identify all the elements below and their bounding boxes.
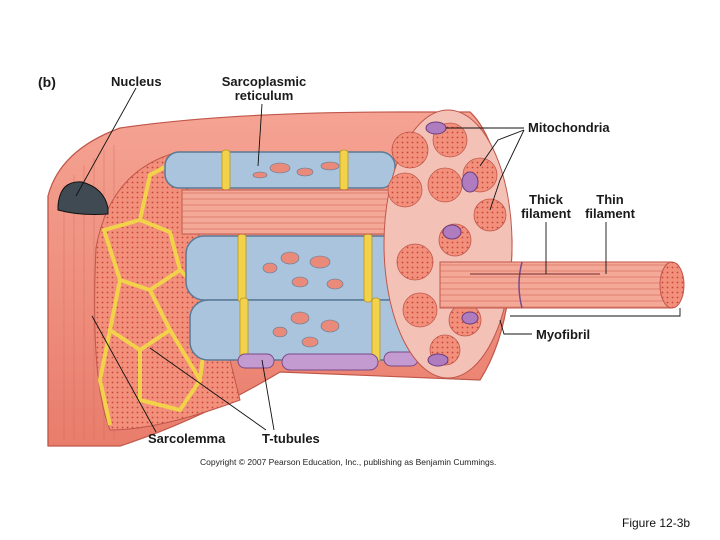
- cross-section-face: [94, 151, 241, 431]
- figure-caption: Figure 12-3b: [622, 516, 691, 530]
- sarcoplasmic-reticulum-label: Sarcoplasmic reticulum: [221, 74, 307, 103]
- thick-filament-label: Thick filament: [521, 192, 571, 221]
- myofibril-label: Myofibril: [536, 327, 591, 342]
- myofibril-bundle-end: [383, 109, 513, 379]
- sarcoplasmic-reticulum: [164, 149, 441, 363]
- leader-lines: [75, 87, 681, 433]
- thin-filament-label: Thin filament: [585, 192, 635, 221]
- panel-label: (b): [38, 74, 56, 90]
- nucleus-label: Nucleus: [111, 74, 162, 89]
- sarcolemma-label: Sarcolemma: [148, 431, 226, 446]
- nucleus-shape: [57, 181, 109, 215]
- mitochondria-label: Mitochondria: [528, 120, 610, 135]
- extended-myofibril: [439, 261, 685, 309]
- copyright-notice: Copyright © 2007 Pearson Education, Inc.…: [200, 457, 497, 467]
- t-tubules-label: T-tubules: [262, 431, 320, 446]
- lower-tubules: [237, 351, 419, 371]
